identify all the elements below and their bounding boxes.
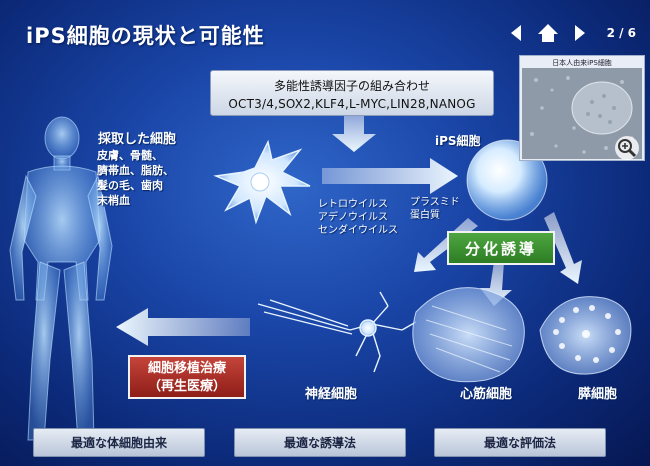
therapy-title: 細胞移植治療 xyxy=(147,361,226,376)
vector-line: 蛋白質 xyxy=(410,210,440,221)
harvested-cell-illustration xyxy=(213,139,311,225)
nonviral-vectors-list: プラスミド 蛋白質 xyxy=(410,196,460,222)
triangle-right-icon xyxy=(574,25,585,41)
home-icon xyxy=(537,24,558,42)
heart-muscle-illustration xyxy=(412,287,525,383)
home-button[interactable] xyxy=(537,22,559,44)
evaluation-method-button[interactable]: 最適な評価法 xyxy=(434,428,606,457)
nerve-cell-label: 神経細胞 xyxy=(305,387,358,402)
zoom-button[interactable] xyxy=(614,135,640,161)
somatic-origin-button[interactable]: 最適な体細胞由来 xyxy=(33,428,205,457)
harvest-source-line: 末梢血 xyxy=(97,194,130,207)
harvested-cells-label: 採取した細胞 xyxy=(98,132,177,147)
factors-heading: 多能性誘導因子の組み合わせ xyxy=(273,79,430,93)
arrow-to-therapy xyxy=(116,308,250,346)
triangle-left-icon xyxy=(510,25,521,41)
magnifier-plus-icon xyxy=(615,136,639,160)
vector-line: プラスミド xyxy=(410,197,460,208)
vector-line: センダイウイルス xyxy=(318,225,398,236)
next-button[interactable] xyxy=(569,22,591,44)
differentiation-button[interactable]: 分化誘導 xyxy=(447,231,555,265)
microscope-image xyxy=(522,68,642,159)
ips-cell-photo-thumbnail[interactable]: 日本人由来iPS細胞 xyxy=(519,55,645,161)
human-body-figure xyxy=(9,116,113,441)
slide-title: iPS細胞の現状と可能性 xyxy=(26,24,265,48)
slide-navigation: 2 / 6 xyxy=(505,22,636,44)
nerve-cell-illustration xyxy=(257,291,417,373)
induction-method-button[interactable]: 最適な誘導法 xyxy=(234,428,406,457)
cell-therapy-button[interactable]: 細胞移植治療 （再生医療） xyxy=(128,355,246,399)
arrow-factor-down xyxy=(332,116,376,152)
vector-line: レトロウイルス xyxy=(318,199,388,210)
therapy-subtitle: （再生医療） xyxy=(147,379,226,394)
harvest-source-line: 臍帯血、脂肪、 xyxy=(97,164,174,177)
arrow-to-pancreas xyxy=(544,212,582,284)
pancreas-cell-illustration xyxy=(539,296,632,375)
heart-cell-label: 心筋細胞 xyxy=(460,387,513,402)
harvest-source-line: 髪の毛、歯肉 xyxy=(97,179,163,192)
viral-vectors-list: レトロウイルス アデノウイルス センダイウイルス xyxy=(318,198,398,237)
harvest-sources-list: 皮膚、骨髄、 臍帯血、脂肪、 髪の毛、歯肉 末梢血 xyxy=(97,148,174,208)
vector-line: アデノウイルス xyxy=(318,212,388,223)
prev-button[interactable] xyxy=(505,22,527,44)
thumbnail-caption: 日本人由来iPS細胞 xyxy=(552,59,612,67)
ips-cell-label: iPS細胞 xyxy=(435,134,481,148)
pancreas-cell-label: 膵細胞 xyxy=(578,387,618,402)
harvest-source-line: 皮膚、骨髄、 xyxy=(97,149,163,162)
arrow-to-ips xyxy=(322,158,458,194)
page-indicator: 2 / 6 xyxy=(606,26,636,40)
reprogramming-factors-box: 多能性誘導因子の組み合わせ OCT3/4,SOX2,KLF4,L-MYC,LIN… xyxy=(210,70,494,116)
factors-list: OCT3/4,SOX2,KLF4,L-MYC,LIN28,NANOG xyxy=(228,97,476,111)
